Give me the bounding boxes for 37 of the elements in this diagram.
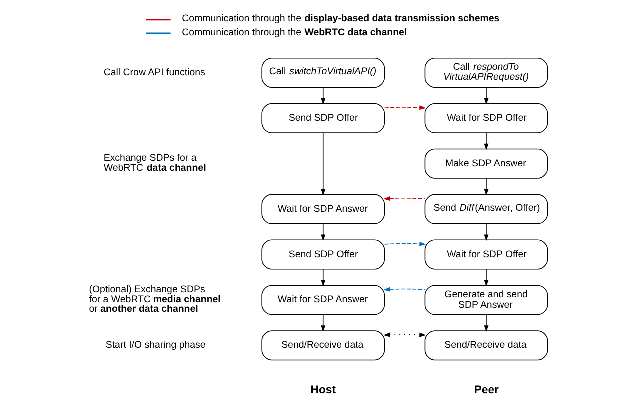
label: Peer: [474, 384, 499, 396]
arrow: [321, 314, 326, 332]
node-box: Send/Receive data: [424, 330, 548, 361]
legend-label: Communication through the display-based data transmission schemes: [182, 14, 500, 25]
node-box: Send Diff(Answer, Offer): [424, 194, 548, 224]
node-box: Send/Receive data: [262, 330, 386, 361]
node-box: Wait for SDP Offer: [424, 240, 548, 270]
node-box: Wait for SDP Answer: [262, 285, 386, 316]
arrow: [321, 269, 326, 287]
arrow: [321, 132, 326, 196]
arrow: [384, 196, 426, 201]
label: Start I/O sharing phase: [106, 340, 206, 352]
arrow: [384, 332, 426, 338]
arrow: [321, 87, 326, 105]
arrow: [484, 132, 489, 150]
node-box: Call switchToVirtualAPI(): [262, 58, 386, 88]
arrow: [484, 87, 489, 105]
label: Host: [310, 384, 336, 396]
arrow: [484, 224, 489, 242]
arrow: [321, 224, 326, 242]
arrow: [484, 314, 489, 332]
label: Exchange SDPs for a WebRTC data channel: [104, 153, 206, 174]
legend-label: Communication through the WebRTC data channel: [182, 27, 408, 38]
node-box: Wait for SDP Answer: [262, 194, 386, 224]
label: (Optional) Exchange SDPs for a WebRTC media channel or another data channel: [89, 284, 221, 316]
arrow: [384, 106, 426, 110]
arrow: [484, 178, 489, 196]
node-box: Make SDP Answer: [424, 148, 548, 179]
arrow: [384, 287, 426, 292]
arrow: [484, 269, 489, 287]
node-box: Send SDP Offer: [262, 103, 386, 134]
node-box: Call respondTo VirtualAPIRequest(): [424, 58, 548, 88]
node-box: Wait for SDP Offer: [424, 103, 548, 134]
arrow: [384, 242, 426, 246]
node-box: Generate and send SDP Answer: [424, 285, 548, 316]
label: Call Crow API functions: [104, 67, 206, 78]
node-box: Send SDP Offer: [262, 240, 386, 270]
